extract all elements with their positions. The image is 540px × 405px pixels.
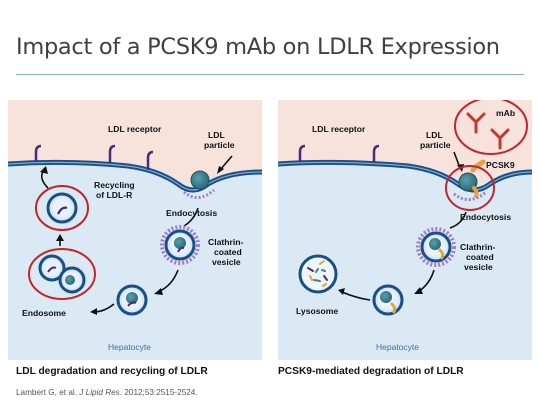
arrow-icon — [341, 291, 371, 301]
ldl-receptor-icon — [47, 266, 57, 273]
arrowhead-icon — [154, 288, 163, 295]
arrowhead-icon — [40, 166, 48, 174]
arrowhead-icon — [90, 308, 97, 315]
left-diagram-panel: LDL receptor LDL particle Endocytosis Cl… — [8, 100, 262, 360]
ldl-particle-icon — [458, 172, 478, 192]
clathrin-label-line1: Clathrin- — [208, 237, 243, 247]
left-panel-caption: LDL degradation and recycling of LDLR — [16, 366, 208, 377]
clathrin-coated-vesicle-icon — [416, 227, 456, 267]
cell-membrane-inner — [278, 161, 532, 191]
highlight-ring-recycling — [35, 185, 89, 231]
extracellular-background — [8, 100, 262, 186]
pcsk9-icon — [472, 186, 479, 198]
lysosome-icon — [298, 254, 338, 294]
ldl-particle-icon — [380, 291, 392, 303]
arrowhead-icon — [217, 166, 224, 174]
arrowhead-icon — [56, 234, 64, 241]
citation-details: . 2012;53:2515-2524. — [119, 388, 198, 397]
recycling-label-line1: Recycling — [94, 180, 135, 190]
arrowhead-icon — [338, 288, 345, 295]
ldl-receptor-icon — [34, 144, 154, 170]
cell-membrane-inner — [8, 161, 262, 191]
ldl-recycling-diagram: LDL receptor LDL particle Endocytosis Cl… — [8, 100, 262, 360]
ldl-receptor-icon — [177, 246, 185, 253]
lysosome-label: Lysosome — [296, 306, 338, 316]
ldl-particle-icon — [126, 292, 138, 304]
clathrin-label-line3: vesicle — [464, 262, 493, 272]
citation-authors: Lambert G, et al. — [16, 388, 80, 397]
ldl-particle-label-line2: particle — [420, 140, 451, 150]
ldl-particle-label-line2: particle — [204, 140, 235, 150]
arrow-icon — [219, 155, 233, 171]
monoclonal-antibody-icon — [466, 112, 510, 150]
clathrin-label-line2: coated — [214, 247, 242, 257]
pcsk9-degradation-diagram: LDL receptor LDL particle mAb PCSK9 Endo… — [278, 100, 532, 360]
arrow-icon — [183, 207, 199, 227]
arrowhead-icon — [414, 287, 423, 294]
clathrin-label-line2: coated — [466, 252, 494, 262]
highlight-ring-endocytosis — [445, 165, 495, 211]
citation: Lambert G, et al. J Lipid Res. 2012;53:2… — [16, 388, 198, 397]
right-panel-caption: PCSK9-mediated degradation of LDLR — [278, 366, 464, 377]
arrow-icon — [449, 211, 467, 229]
hepatocyte-label: Hepatocyte — [108, 342, 151, 352]
ldl-receptor-label: LDL receptor — [312, 124, 366, 134]
endocytosis-label: Endocytosis — [166, 208, 217, 218]
recycling-label-line2: of LDL-R — [96, 190, 133, 200]
ldl-particle-icon — [429, 238, 441, 250]
clathrin-label-line3: vesicle — [212, 257, 241, 267]
degraded-fragments-icon — [307, 260, 328, 287]
highlight-ring-endosome — [28, 248, 96, 300]
ldl-receptor-label: LDL receptor — [108, 124, 162, 134]
endocytosis-label: Endocytosis — [460, 212, 511, 222]
pcsk9-icon — [390, 302, 397, 314]
clathrin-label-line1: Clathrin- — [460, 242, 495, 252]
mab-label: mAb — [496, 108, 515, 118]
ldl-receptor-icon — [57, 206, 68, 215]
ldl-particle-label-line1: LDL — [426, 130, 443, 140]
highlight-ring-mab — [454, 100, 528, 155]
citation-journal: J Lipid Res — [79, 388, 120, 397]
ldl-receptor-icon — [298, 144, 380, 163]
ldl-receptor-icon — [127, 301, 137, 307]
slide-title: Impact of a PCSK9 mAb on LDLR Expression — [16, 34, 500, 60]
clathrin-coat-icon — [453, 190, 487, 201]
ldl-particle-icon — [190, 170, 210, 190]
hepatocyte-label: Hepatocyte — [376, 342, 419, 352]
clathrin-coated-vesicle-icon — [160, 225, 200, 265]
pcsk9-icon — [438, 248, 445, 260]
ldl-particle-label-line1: LDL — [208, 130, 225, 140]
pcsk9-label: PCSK9 — [486, 160, 515, 170]
ldl-particle-icon — [65, 275, 75, 285]
title-divider — [16, 74, 524, 75]
right-diagram-panel: LDL receptor LDL particle mAb PCSK9 Endo… — [278, 100, 532, 360]
endosome-label: Endosome — [22, 308, 66, 318]
ldl-particle-icon — [174, 237, 186, 249]
